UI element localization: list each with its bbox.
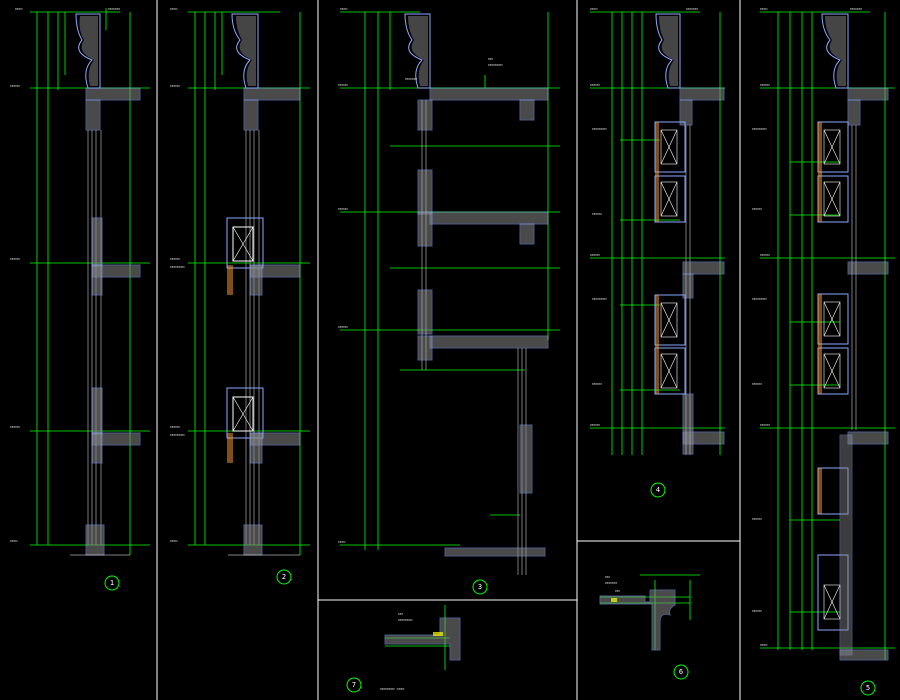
svg-text:▭▭: ▭▭ [615,588,620,593]
svg-text:▭▭▭▭: ▭▭▭▭ [338,206,348,211]
svg-text:▭▭▭▭: ▭▭▭▭ [752,516,762,521]
svg-text:▭▭▭▭: ▭▭▭▭ [338,82,348,87]
svg-text:▭▭▭▭▭▭ ▭▭▭: ▭▭▭▭▭▭ ▭▭▭ [380,686,405,691]
svg-text:▭▭▭▭: ▭▭▭▭ [590,422,600,427]
svg-text:1: 1 [110,579,114,587]
svg-text:▭▭▭▭▭▭: ▭▭▭▭▭▭ [592,296,607,301]
svg-text:▭▭▭▭: ▭▭▭▭ [590,252,600,257]
svg-text:▭▭▭: ▭▭▭ [170,6,178,11]
detail-3-callout: 3 [472,579,488,595]
svg-text:▭▭▭▭▭▭: ▭▭▭▭▭▭ [592,126,607,131]
svg-text:▭▭▭▭: ▭▭▭▭ [590,82,600,87]
svg-text:▭▭▭▭▭▭: ▭▭▭▭▭▭ [488,62,503,67]
svg-text:7: 7 [352,681,356,689]
svg-text:▭▭▭▭: ▭▭▭▭ [338,324,348,329]
svg-text:▭▭▭▭: ▭▭▭▭ [752,381,762,386]
svg-text:▭▭▭: ▭▭▭ [340,6,348,11]
detail-6-callout: 6 [673,664,689,680]
svg-text:▭▭: ▭▭ [488,56,493,61]
svg-text:▭▭▭▭: ▭▭▭▭ [10,83,20,88]
svg-text:▭▭▭: ▭▭▭ [760,642,768,647]
detail-5-callout: 5 [860,680,876,696]
svg-text:▭▭▭▭: ▭▭▭▭ [10,256,20,261]
svg-text:▭▭▭▭▭: ▭▭▭▭▭ [850,6,863,11]
detail-5-section: ▭▭▭ ▭▭▭▭ ▭▭▭▭ ▭▭▭▭ ▭▭▭ ▭▭▭▭▭▭ ▭▭▭▭ ▭▭▭▭▭… [752,6,895,661]
svg-text:▭▭: ▭▭ [398,611,403,616]
svg-text:3: 3 [478,583,482,591]
svg-text:▭▭▭▭▭▭: ▭▭▭▭▭▭ [170,264,185,269]
svg-text:▭▭▭▭: ▭▭▭▭ [10,424,20,429]
svg-text:▭▭▭▭▭: ▭▭▭▭▭ [108,6,121,11]
svg-text:▭▭▭: ▭▭▭ [15,6,23,11]
svg-text:▭▭▭: ▭▭▭ [10,538,18,543]
svg-text:▭▭▭: ▭▭▭ [170,538,178,543]
detail-6-section: ▭▭ ▭▭▭▭▭ ▭▭ [599,574,700,651]
svg-text:6: 6 [679,668,683,676]
svg-text:▭▭▭▭▭▭: ▭▭▭▭▭▭ [398,617,413,622]
svg-text:5: 5 [866,684,870,692]
svg-text:▭▭▭▭▭▭: ▭▭▭▭▭▭ [752,126,767,131]
svg-text:▭▭▭▭: ▭▭▭▭ [592,211,602,216]
svg-text:▭▭▭▭: ▭▭▭▭ [170,83,180,88]
svg-text:▭▭▭: ▭▭▭ [760,6,768,11]
svg-text:▭▭▭▭: ▭▭▭▭ [752,206,762,211]
detail-2-section: ▭▭▭ ▭▭▭▭ ▭▭▭▭ ▭▭▭▭ ▭▭▭ ▭▭▭▭▭▭ ▭▭▭▭▭▭ [170,6,310,556]
detail-3-section: ▭▭▭ ▭▭▭▭ ▭▭▭▭ ▭▭▭▭ ▭▭▭ ▭▭ ▭▭▭▭▭▭ ▭▭▭▭▭ [338,6,560,575]
svg-text:▭▭▭▭▭: ▭▭▭▭▭ [405,76,418,81]
svg-text:▭▭▭▭: ▭▭▭▭ [170,424,180,429]
detail-4-section: ▭▭▭ ▭▭▭▭ ▭▭▭▭ ▭▭▭▭ ▭▭▭▭▭▭ ▭▭▭▭ ▭▭▭▭▭▭ ▭▭… [590,6,725,455]
detail-2-callout: 2 [276,569,292,585]
svg-text:▭▭▭▭▭: ▭▭▭▭▭ [686,6,699,11]
svg-text:▭▭▭▭: ▭▭▭▭ [170,256,180,261]
detail-1-section: ▭▭▭ ▭▭▭▭ ▭▭▭▭ ▭▭▭▭ ▭▭▭ ▭▭▭▭▭ [10,6,150,556]
svg-text:2: 2 [282,573,286,581]
detail-7-section: ▭▭ ▭▭▭▭▭▭ ▭▭▭▭▭▭ ▭▭▭ [380,605,461,691]
svg-text:▭▭: ▭▭ [605,574,610,579]
svg-text:▭▭▭▭▭▭: ▭▭▭▭▭▭ [752,296,767,301]
detail-4-callout: 4 [650,482,666,498]
svg-text:▭▭▭: ▭▭▭ [590,6,598,11]
svg-text:▭▭▭▭: ▭▭▭▭ [760,252,770,257]
svg-text:▭▭▭: ▭▭▭ [338,539,346,544]
svg-text:▭▭▭▭▭▭: ▭▭▭▭▭▭ [170,432,185,437]
panel-frame [156,0,741,700]
svg-text:▭▭▭▭: ▭▭▭▭ [592,381,602,386]
svg-text:▭▭▭▭: ▭▭▭▭ [760,422,770,427]
svg-text:▭▭▭▭▭: ▭▭▭▭▭ [605,580,618,585]
detail-7-callout: 7 [346,677,362,693]
detail-1-callout: 1 [104,575,120,591]
svg-text:▭▭▭▭: ▭▭▭▭ [760,82,770,87]
svg-text:▭▭▭▭: ▭▭▭▭ [752,608,762,613]
svg-text:4: 4 [656,486,660,494]
